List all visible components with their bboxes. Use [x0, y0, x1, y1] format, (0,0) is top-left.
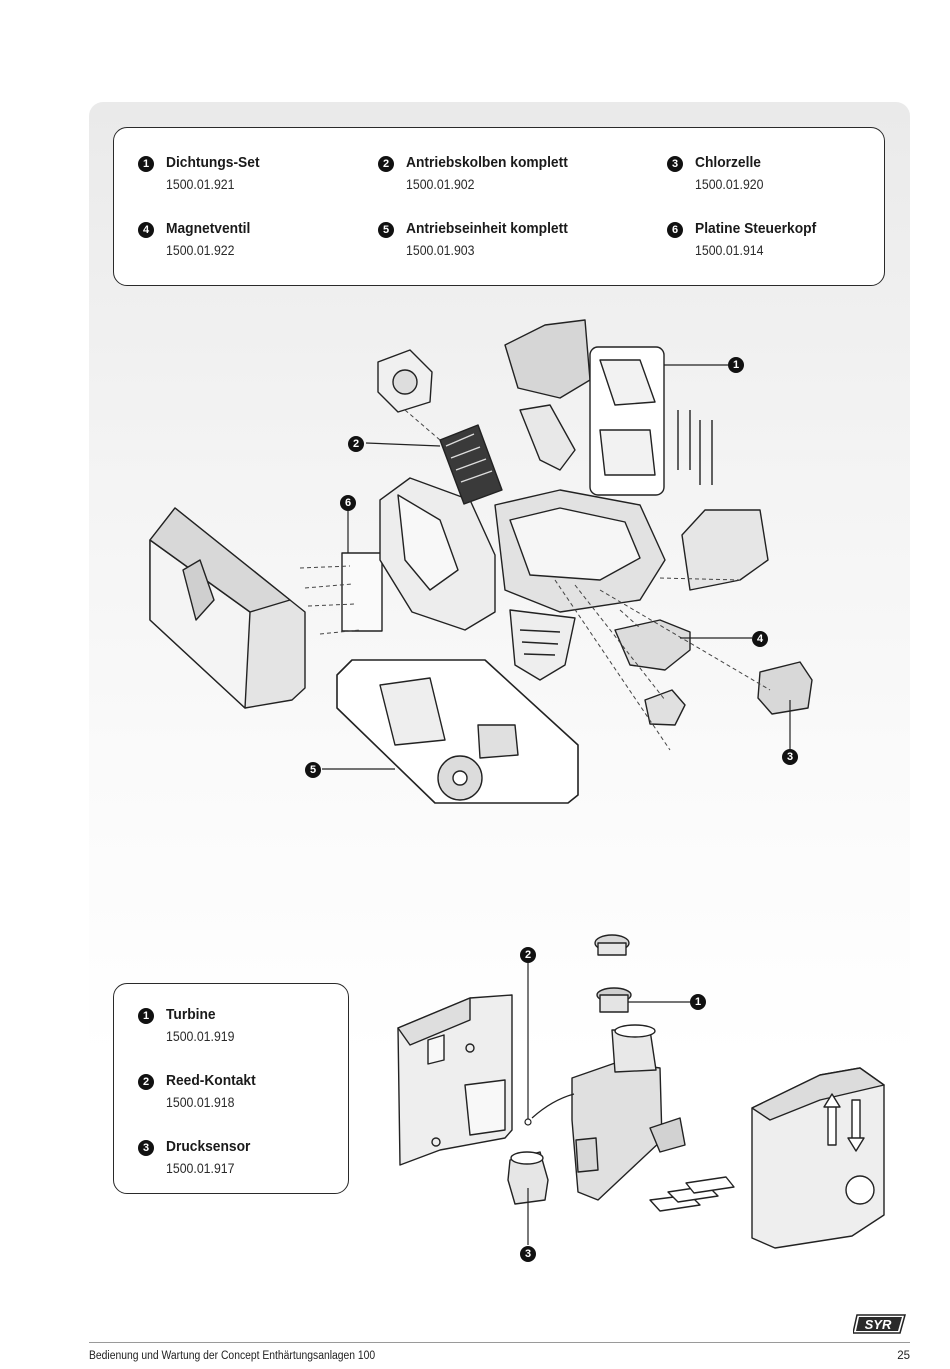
part-code: 1500.01.918	[166, 1094, 235, 1110]
callout-5: 5	[305, 762, 321, 778]
part-number-badge: 3	[667, 156, 683, 172]
part-code: 1500.01.917	[166, 1160, 235, 1176]
part-code: 1500.01.920	[695, 176, 764, 192]
part-number-badge: 2	[378, 156, 394, 172]
callout-2: 2	[348, 436, 364, 452]
footer-divider	[89, 1342, 910, 1343]
top-parts-legend: 1 Dichtungs-Set 1500.01.921 2 Antriebsko…	[113, 127, 885, 286]
part-code: 1500.01.922	[166, 242, 235, 258]
callout-turbine: 1	[690, 994, 706, 1010]
part-code: 1500.01.914	[695, 242, 764, 258]
bottom-parts-legend: 1 Turbine 1500.01.919 2 Reed-Kontakt 150…	[113, 983, 349, 1194]
part-number-badge: 1	[138, 156, 154, 172]
part-number-badge: 3	[138, 1140, 154, 1156]
part-code: 1500.01.921	[166, 176, 235, 192]
part-name: Antriebseinheit komplett	[406, 220, 568, 237]
syr-logo-text: SYR	[865, 1317, 892, 1332]
part-name: Chlorzelle	[695, 154, 761, 171]
part-number-badge: 6	[667, 222, 683, 238]
callout-3: 3	[782, 749, 798, 765]
part-name: Turbine	[166, 1006, 216, 1023]
part-name: Dichtungs-Set	[166, 154, 260, 171]
syr-logo: SYR	[853, 1314, 906, 1334]
page-number: 25	[897, 1350, 910, 1362]
part-number-badge: 4	[138, 222, 154, 238]
callout-1: 1	[728, 357, 744, 373]
callout-4: 4	[752, 631, 768, 647]
part-name: Platine Steuerkopf	[695, 220, 817, 237]
callout-6: 6	[340, 495, 356, 511]
part-code: 1500.01.903	[406, 242, 475, 258]
callout-reed-kontakt: 2	[520, 947, 536, 963]
part-name: Reed-Kontakt	[166, 1072, 256, 1089]
part-number-badge: 2	[138, 1074, 154, 1090]
part-code: 1500.01.902	[406, 176, 475, 192]
part-name: Antriebskolben komplett	[406, 154, 568, 171]
callout-drucksensor: 3	[520, 1246, 536, 1262]
part-code: 1500.01.919	[166, 1028, 235, 1044]
part-number-badge: 5	[378, 222, 394, 238]
footer-title: Bedienung und Wartung der Concept Enthär…	[89, 1350, 376, 1362]
part-name: Drucksensor	[166, 1138, 251, 1155]
part-name: Magnetventil	[166, 220, 251, 237]
part-number-badge: 1	[138, 1008, 154, 1024]
